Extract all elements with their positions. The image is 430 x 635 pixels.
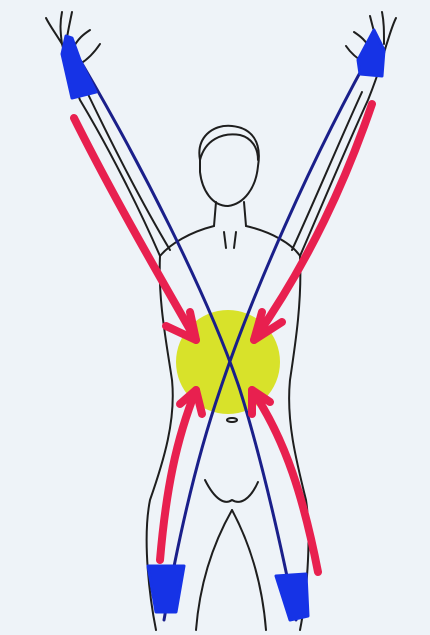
left-foot-marker: [148, 566, 184, 612]
